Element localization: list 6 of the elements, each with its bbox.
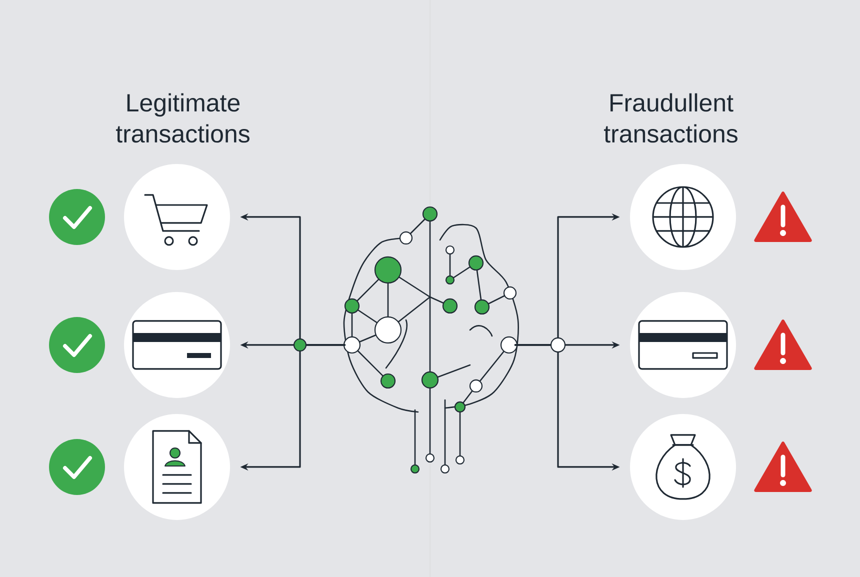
icon-circle — [124, 164, 230, 270]
icon-circle — [630, 292, 736, 398]
brain-drawing — [343, 206, 519, 474]
icon-circle — [124, 414, 230, 520]
icon-circle — [630, 164, 736, 270]
icon-circle — [630, 414, 736, 520]
